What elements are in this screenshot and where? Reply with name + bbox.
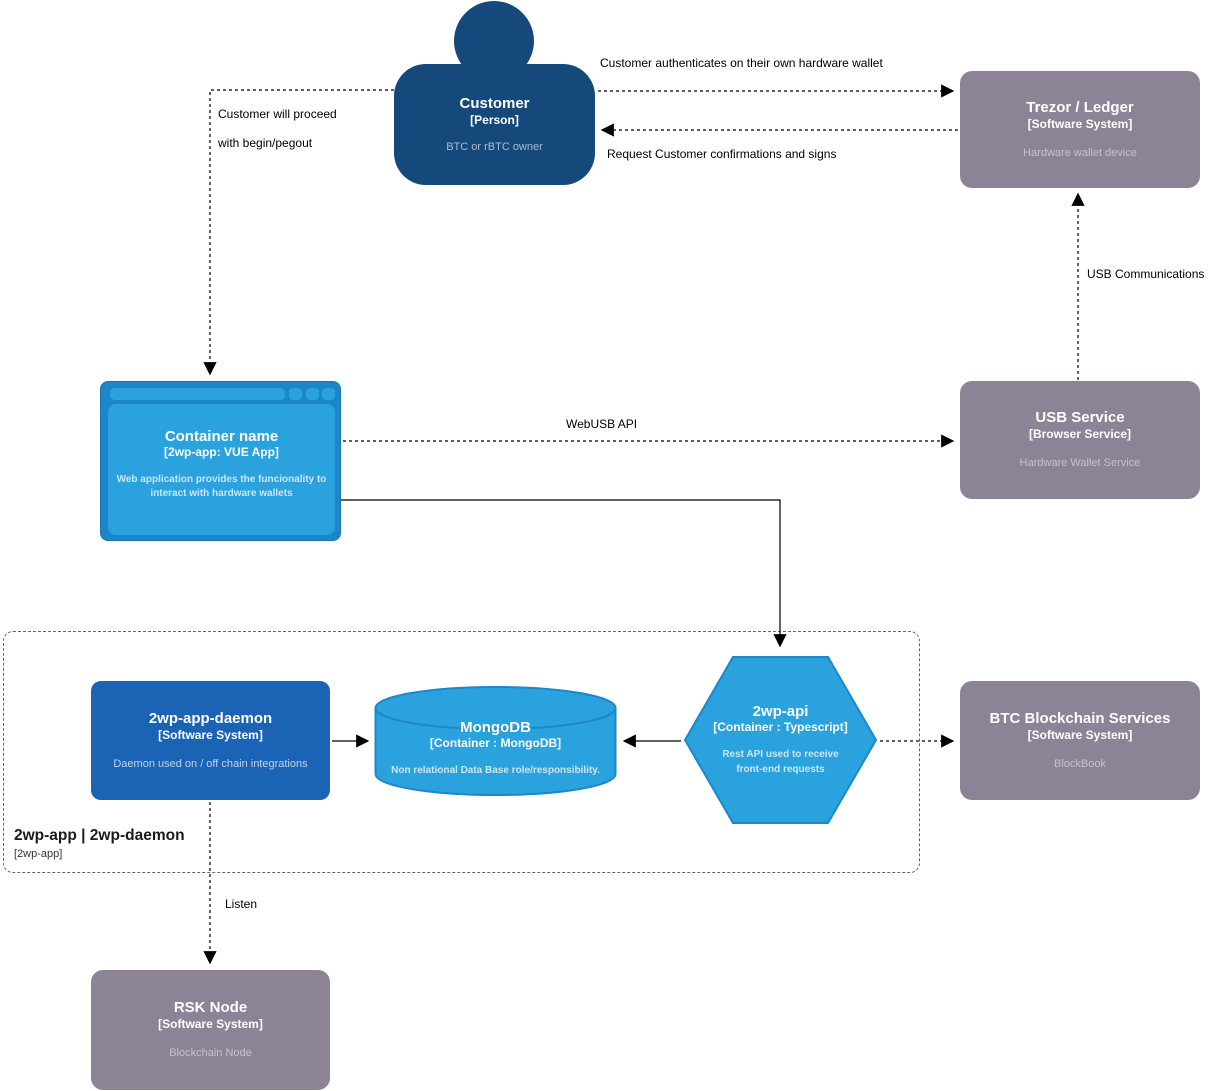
node-2wp-api: 2wp-api [Container : Typescript] Rest AP… bbox=[683, 654, 878, 826]
node-type: [Container : Typescript] bbox=[713, 720, 848, 734]
node-type: [2wp-app: VUE App] bbox=[164, 444, 279, 459]
node-desc: BTC or rBTC owner bbox=[446, 140, 543, 153]
edge-label-request-sign: Request Customer confirmations and signs bbox=[607, 147, 837, 161]
node-type: [Container : MongoDB] bbox=[429, 736, 562, 751]
node-title: MongoDB bbox=[460, 719, 531, 737]
browser-address-bar bbox=[110, 388, 285, 400]
edge-label-webusb-api: WebUSB API bbox=[566, 417, 638, 431]
node-btc-blockchain-services: BTC Blockchain Services [Software System… bbox=[960, 681, 1200, 800]
node-type: [Software System] bbox=[1027, 116, 1133, 131]
node-title: Container name bbox=[164, 427, 279, 445]
hexagon-shape bbox=[684, 656, 877, 824]
node-type: [Software System] bbox=[158, 1017, 263, 1032]
edge-label-authenticate: Customer authenticates on their own hard… bbox=[600, 56, 883, 70]
node-desc: Non relational Data Base role/responsibi… bbox=[391, 765, 600, 777]
node-type: [Person] bbox=[470, 112, 519, 127]
node-title: USB Service bbox=[1035, 409, 1125, 427]
node-title: RSK Node bbox=[173, 999, 248, 1017]
node-desc: Rest API used to receive front-end reque… bbox=[722, 749, 839, 775]
node-rsk-node: RSK Node [Software System] Blockchain No… bbox=[91, 970, 330, 1090]
boundary-label: 2wp-app | 2wp-daemon [2wp-app] bbox=[14, 827, 185, 860]
node-2wp-app-daemon: 2wp-app-daemon [Software System] Daemon … bbox=[91, 681, 330, 800]
browser-button-1 bbox=[289, 388, 302, 400]
edge-label-usb-communications: USB Communications bbox=[1087, 267, 1205, 281]
node-title: Customer bbox=[459, 94, 530, 112]
node-desc: Blockchain Node bbox=[169, 1047, 252, 1060]
browser-content: Container name [2wp-app: VUE App] Web ap… bbox=[108, 404, 335, 535]
node-type: [Software System] bbox=[1027, 727, 1133, 742]
edge-label-proceed-1: Customer will proceed bbox=[218, 107, 337, 121]
edge-label-proceed-2: with begin/pegout bbox=[218, 136, 313, 150]
node-desc: Web application provides the funcionalit… bbox=[116, 473, 327, 500]
node-desc: Hardware Wallet Service bbox=[1019, 457, 1141, 470]
node-title: Trezor / Ledger bbox=[1026, 98, 1134, 116]
node-customer: Customer [Person] BTC or rBTC owner bbox=[394, 64, 595, 185]
node-mongodb: MongoDB [Container : MongoDB] Non relati… bbox=[374, 685, 617, 797]
node-desc: Daemon used on / off chain integrations bbox=[113, 757, 308, 770]
browser-button-3 bbox=[322, 388, 335, 400]
edge-label-listen: Listen bbox=[225, 897, 258, 911]
node-title: 2wp-app-daemon bbox=[148, 709, 273, 727]
node-usb-service: USB Service [Browser Service] Hardware W… bbox=[960, 381, 1200, 499]
edge-container-to-api bbox=[341, 499, 787, 648]
cylinder-shape bbox=[374, 686, 617, 796]
node-title: BTC Blockchain Services bbox=[989, 709, 1171, 727]
browser-button-2 bbox=[306, 388, 319, 400]
edge-customer-to-container bbox=[203, 89, 394, 376]
node-title: 2wp-api bbox=[752, 703, 809, 720]
boundary-2wp-app: 2wp-app | 2wp-daemon [2wp-app] bbox=[3, 631, 920, 873]
boundary-title: 2wp-app | 2wp-daemon bbox=[14, 827, 185, 845]
node-desc: Hardware wallet device bbox=[1023, 146, 1137, 159]
node-container-webapp: Container name [2wp-app: VUE App] Web ap… bbox=[100, 381, 341, 541]
node-type: [Software System] bbox=[158, 727, 263, 742]
node-desc: BlockBook bbox=[1054, 757, 1106, 770]
node-trezor-ledger: Trezor / Ledger [Software System] Hardwa… bbox=[960, 71, 1200, 188]
boundary-subtitle: [2wp-app] bbox=[14, 848, 63, 860]
node-type: [Browser Service] bbox=[1028, 427, 1132, 442]
